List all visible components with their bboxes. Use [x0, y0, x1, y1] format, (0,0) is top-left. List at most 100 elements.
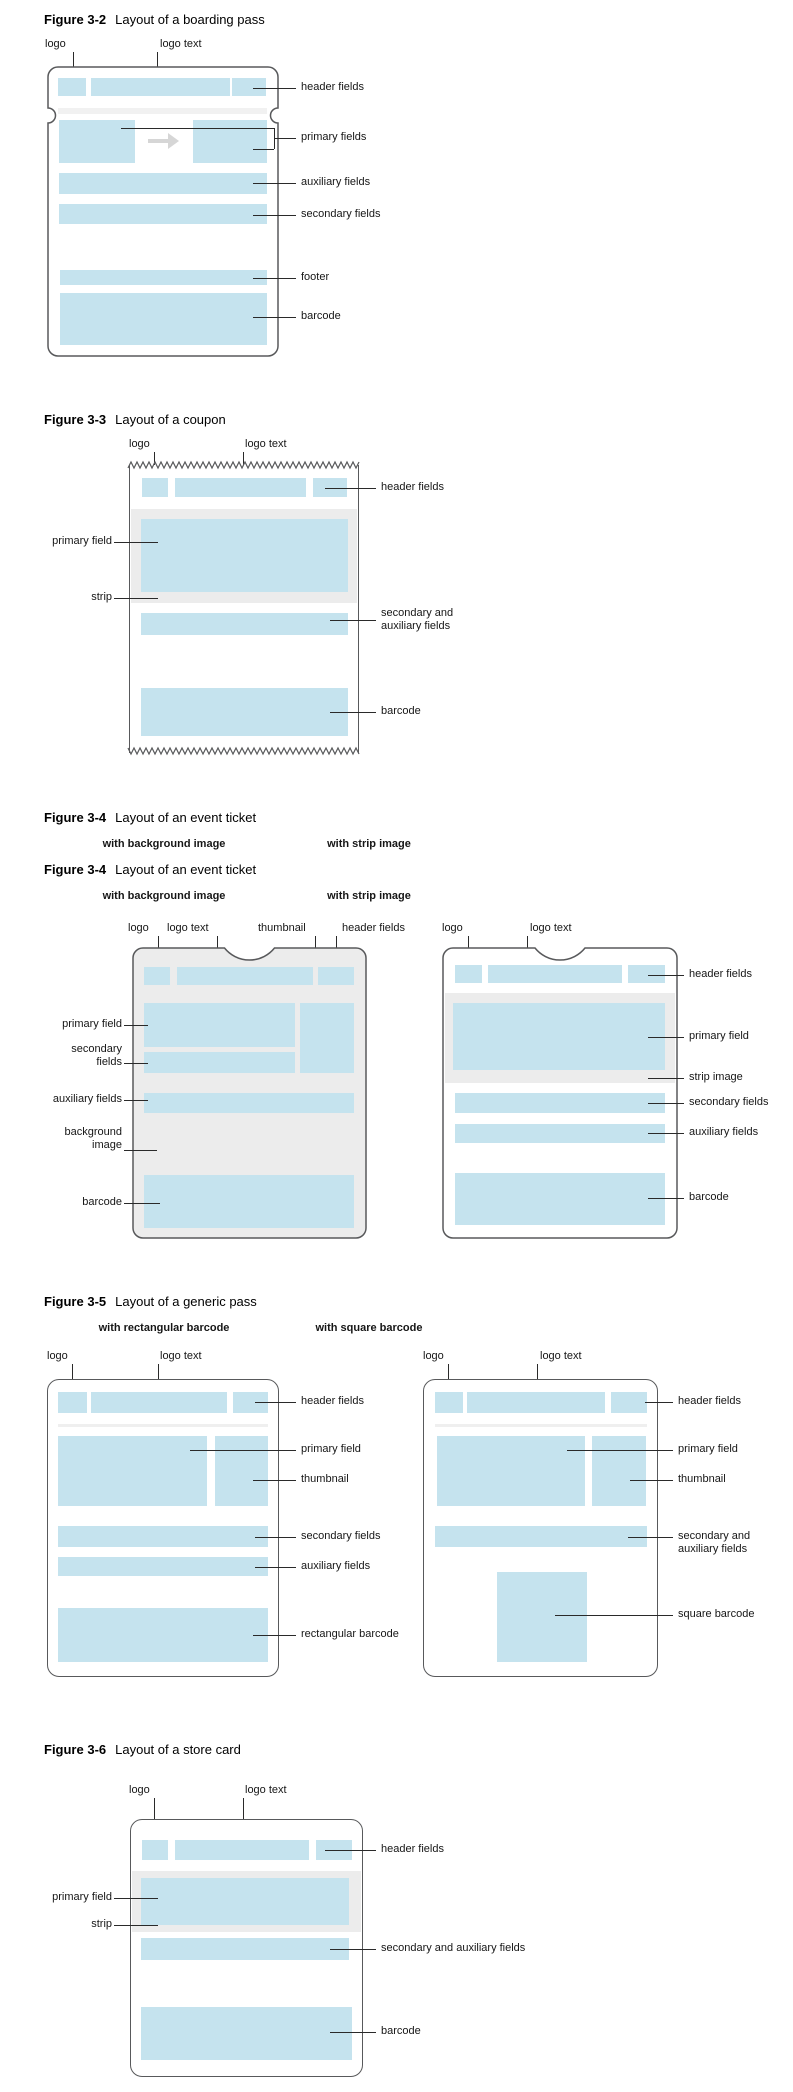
- callout-line: [330, 2032, 376, 2033]
- label-primary-field: primary field: [689, 1030, 749, 1042]
- callout-line: [253, 215, 296, 216]
- figure-number: Figure 3-4: [44, 862, 107, 877]
- label-primary-field: primary field: [62, 1018, 122, 1030]
- figure-caption: Layout of a store card: [115, 1742, 241, 1757]
- callout-line: [648, 975, 684, 976]
- label-barcode: barcode: [689, 1191, 729, 1203]
- callout-line: [190, 1450, 296, 1451]
- label-line-2: auxiliary fields: [381, 620, 451, 632]
- label-thumbnail: thumbnail: [678, 1473, 726, 1485]
- label-header-fields: header fields: [381, 481, 444, 493]
- label-secondary-fields: secondary fields: [689, 1096, 769, 1108]
- callout-line: [648, 1078, 684, 1079]
- variant-heading-background-image: with background image: [102, 890, 226, 902]
- callout-line: [330, 620, 376, 621]
- label-line-1: secondary and: [678, 1530, 751, 1542]
- label-auxiliary-fields: auxiliary fields: [52, 1093, 122, 1105]
- header-field: [233, 1392, 268, 1413]
- primary-field: [144, 1003, 295, 1047]
- label-primary-fields: primary fields: [301, 131, 367, 143]
- secondary-auxiliary-fields-row: [435, 1526, 647, 1547]
- label-primary-field: primary field: [678, 1443, 738, 1455]
- figure-caption: Layout of a boarding pass: [115, 12, 265, 27]
- label-logo: logo: [47, 1350, 68, 1362]
- label-line-1: background: [64, 1126, 123, 1138]
- label-line-2: auxiliary fields: [678, 1543, 748, 1555]
- header-divider: [435, 1424, 647, 1427]
- label-line-2: fields: [96, 1056, 122, 1068]
- label-header-fields: header fields: [301, 81, 364, 93]
- label-logo-text: logo text: [160, 38, 202, 50]
- callout-line: [630, 1480, 673, 1481]
- callout-line: [255, 1537, 296, 1538]
- callout-bracket: [253, 149, 274, 150]
- thumbnail-field: [592, 1436, 646, 1506]
- square-barcode-field: [497, 1572, 587, 1662]
- primary-field: [58, 1436, 207, 1506]
- figure-number: Figure 3-4: [44, 810, 107, 825]
- label-strip: strip: [91, 591, 112, 603]
- label-rectangular-barcode: rectangular barcode: [301, 1628, 399, 1640]
- label-header-fields: header fields: [301, 1395, 364, 1407]
- primary-field: [141, 519, 348, 592]
- callout-line: [330, 1949, 376, 1950]
- rectangular-barcode-field: [58, 1608, 268, 1662]
- label-barcode: barcode: [82, 1196, 122, 1208]
- auxiliary-fields-row: [144, 1093, 354, 1113]
- header-field: [318, 967, 354, 985]
- auxiliary-fields-row: [58, 1557, 268, 1576]
- label-auxiliary-fields: auxiliary fields: [689, 1126, 759, 1138]
- label-secondary-auxiliary-fields: secondary and auxiliary fields: [381, 607, 453, 633]
- figure-number: Figure 3-5: [44, 1294, 107, 1309]
- secondary-fields-row: [58, 1526, 268, 1547]
- label-strip: strip: [91, 1918, 112, 1930]
- barcode-field: [144, 1175, 354, 1228]
- primary-field: [453, 1003, 665, 1070]
- callout-line: [274, 138, 296, 139]
- callout-line: [253, 317, 296, 318]
- figure-3-6-title: Figure 3-6 Layout of a store card: [44, 1742, 241, 1757]
- callout-line: [648, 1198, 684, 1199]
- variant-heading-strip-image: with strip image: [327, 890, 411, 902]
- label-logo-text: logo text: [540, 1350, 582, 1362]
- label-line-1: secondary and: [381, 607, 454, 619]
- label-primary-field: primary field: [301, 1443, 361, 1455]
- label-header-fields: header fields: [342, 922, 405, 934]
- logo-field: [58, 78, 86, 96]
- logo-field: [435, 1392, 463, 1413]
- label-logo: logo: [129, 1784, 150, 1796]
- logo-field: [58, 1392, 87, 1413]
- figure-number: Figure 3-2: [44, 12, 107, 27]
- label-primary-field: primary field: [52, 1891, 112, 1903]
- callout-line: [253, 1480, 296, 1481]
- auxiliary-fields-row: [59, 173, 267, 194]
- header-field: [232, 78, 266, 96]
- callout-line: [648, 1103, 684, 1104]
- label-logo: logo: [442, 922, 463, 934]
- label-logo-text: logo text: [245, 438, 287, 450]
- label-auxiliary-fields: auxiliary fields: [301, 176, 371, 188]
- callout-line: [648, 1037, 684, 1038]
- coupon-zigzag-top: [127, 460, 360, 470]
- figure-number: Figure 3-6: [44, 1742, 107, 1757]
- callout-line: [325, 1850, 376, 1851]
- label-thumbnail: thumbnail: [301, 1473, 349, 1485]
- callout-line: [124, 1100, 148, 1101]
- auxiliary-fields-row: [455, 1124, 665, 1143]
- callout-line: [124, 1203, 160, 1204]
- label-line-2: image: [92, 1139, 122, 1151]
- logo-text-field: [175, 1840, 309, 1860]
- callout-line: [253, 278, 296, 279]
- variant-heading-background-image: with background image: [102, 838, 226, 850]
- label-logo: logo: [45, 38, 66, 50]
- callout-line: [648, 1133, 684, 1134]
- logo-text-field: [177, 967, 313, 985]
- variant-heading-strip-image: with strip image: [327, 838, 411, 850]
- label-barcode: barcode: [381, 705, 421, 717]
- figure-caption: Layout of a coupon: [115, 412, 226, 427]
- label-line-1: secondary: [71, 1043, 122, 1055]
- logo-text-field: [91, 78, 230, 96]
- figure-3-2-title: Figure 3-2 Layout of a boarding pass: [44, 12, 265, 27]
